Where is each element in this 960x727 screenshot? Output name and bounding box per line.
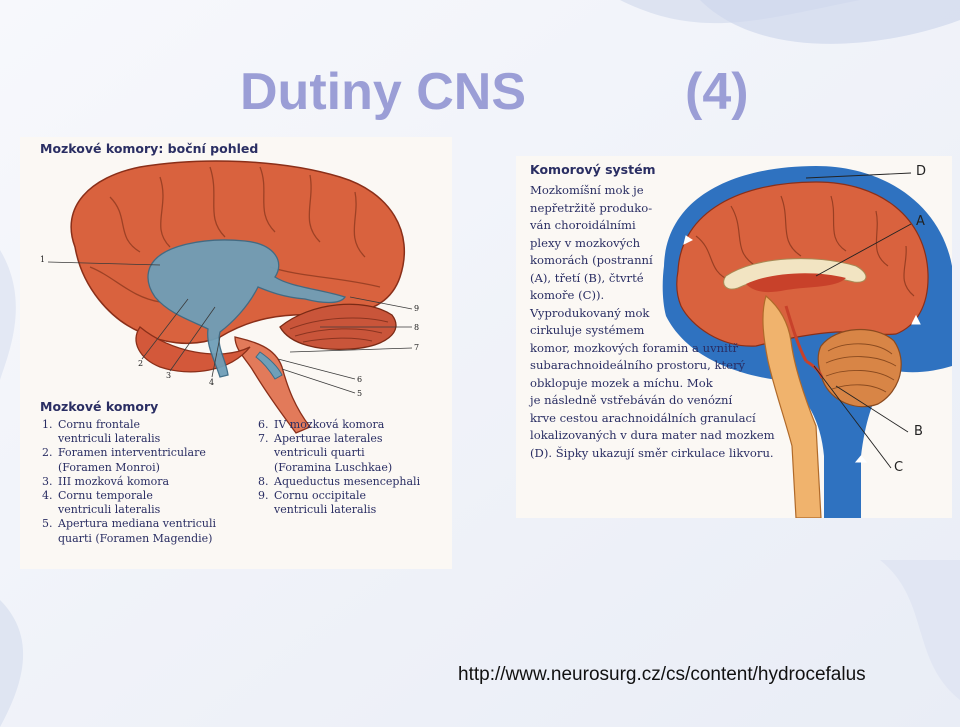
brain-sagittal-illustration: [662, 166, 952, 518]
legend-item: 4.Cornu temporale ventriculi lateralis: [42, 489, 161, 517]
right-figure-description: Mozkomíšní mok je nepřetržitě produko- v…: [530, 183, 775, 460]
brain-lateral-illustration: [47, 160, 413, 434]
title-number: (4): [685, 63, 749, 121]
slide-title: Dutiny CNS (4): [0, 62, 960, 122]
legend-item: 8.Aqueductus mesencephali: [258, 474, 421, 488]
source-url[interactable]: http://www.neurosurg.cz/cs/content/hydro…: [458, 664, 866, 685]
callout-5: 5: [357, 389, 363, 398]
ventricular-system-figure: Komorový systém Mozkomíšní mok je nepřet…: [516, 156, 952, 518]
callout-d: D: [916, 164, 927, 179]
legend-item: 5.Apertura mediana ventriculi quarti (Fo…: [42, 517, 217, 545]
callout-7: 7: [414, 343, 420, 352]
callout-6: 6: [357, 375, 363, 384]
callout-c: C: [894, 460, 904, 475]
legend-item: 6.IV mozková komora: [258, 418, 385, 431]
callout-8: 8: [414, 323, 420, 332]
callout-b: B: [914, 424, 923, 439]
legend-item: 1.Cornu frontale ventriculi lateralis: [42, 418, 161, 446]
callout-3: 3: [166, 371, 172, 380]
callout-9: 9: [414, 304, 420, 313]
left-figure-heading: Mozkové komory: boční pohled: [40, 141, 259, 156]
callout-4: 4: [209, 378, 215, 387]
callout-2: 2: [138, 359, 144, 368]
legend-item: 9.Cornu occipitale ventriculi lateralis: [258, 489, 377, 517]
callout-1: 1: [40, 255, 46, 264]
legend-column-2: 6.IV mozková komora 7.Aperturae laterale…: [258, 418, 448, 517]
legend-heading: Mozkové komory: [40, 399, 159, 414]
title-main: Dutiny CNS: [240, 63, 526, 121]
legend-column-1: 1.Cornu frontale ventriculi lateralis 2.…: [42, 418, 252, 546]
callout-a: A: [916, 214, 925, 229]
ventricles-lateral-figure: Mozkové komory: boční pohled 1 2 3 4 5 6…: [20, 137, 452, 569]
legend-item: 3.III mozková komora: [42, 474, 170, 488]
right-figure-heading: Komorový systém: [530, 162, 656, 177]
legend-item: 2.Foramen interventriculare (Foramen Mon…: [42, 446, 206, 474]
legend-item: 7.Aperturae laterales ventriculi quarti …: [258, 432, 393, 474]
